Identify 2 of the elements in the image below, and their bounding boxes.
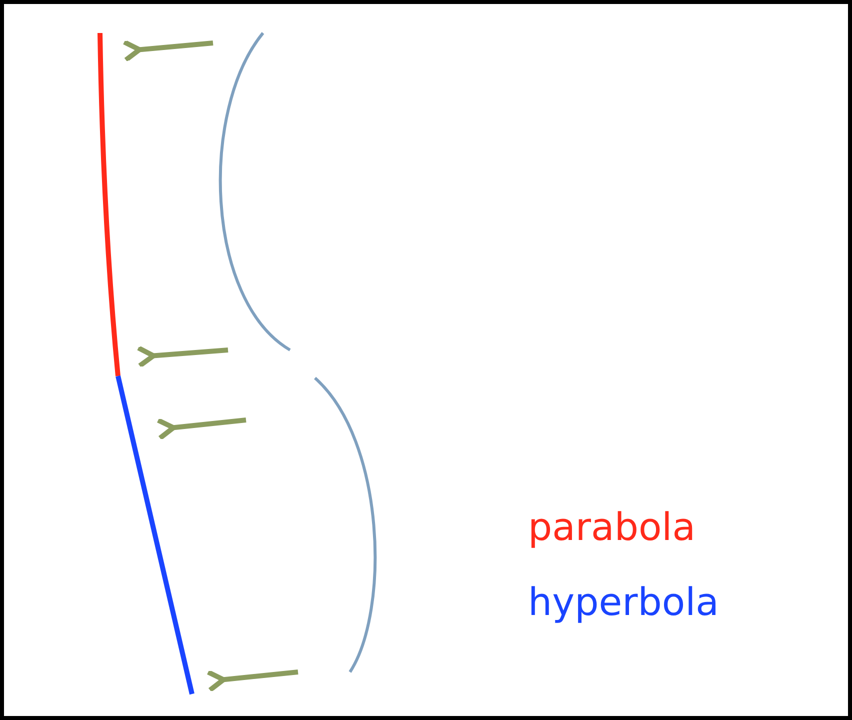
legend-label: hyperbola bbox=[528, 583, 719, 621]
legend-label: parabola bbox=[528, 508, 696, 546]
